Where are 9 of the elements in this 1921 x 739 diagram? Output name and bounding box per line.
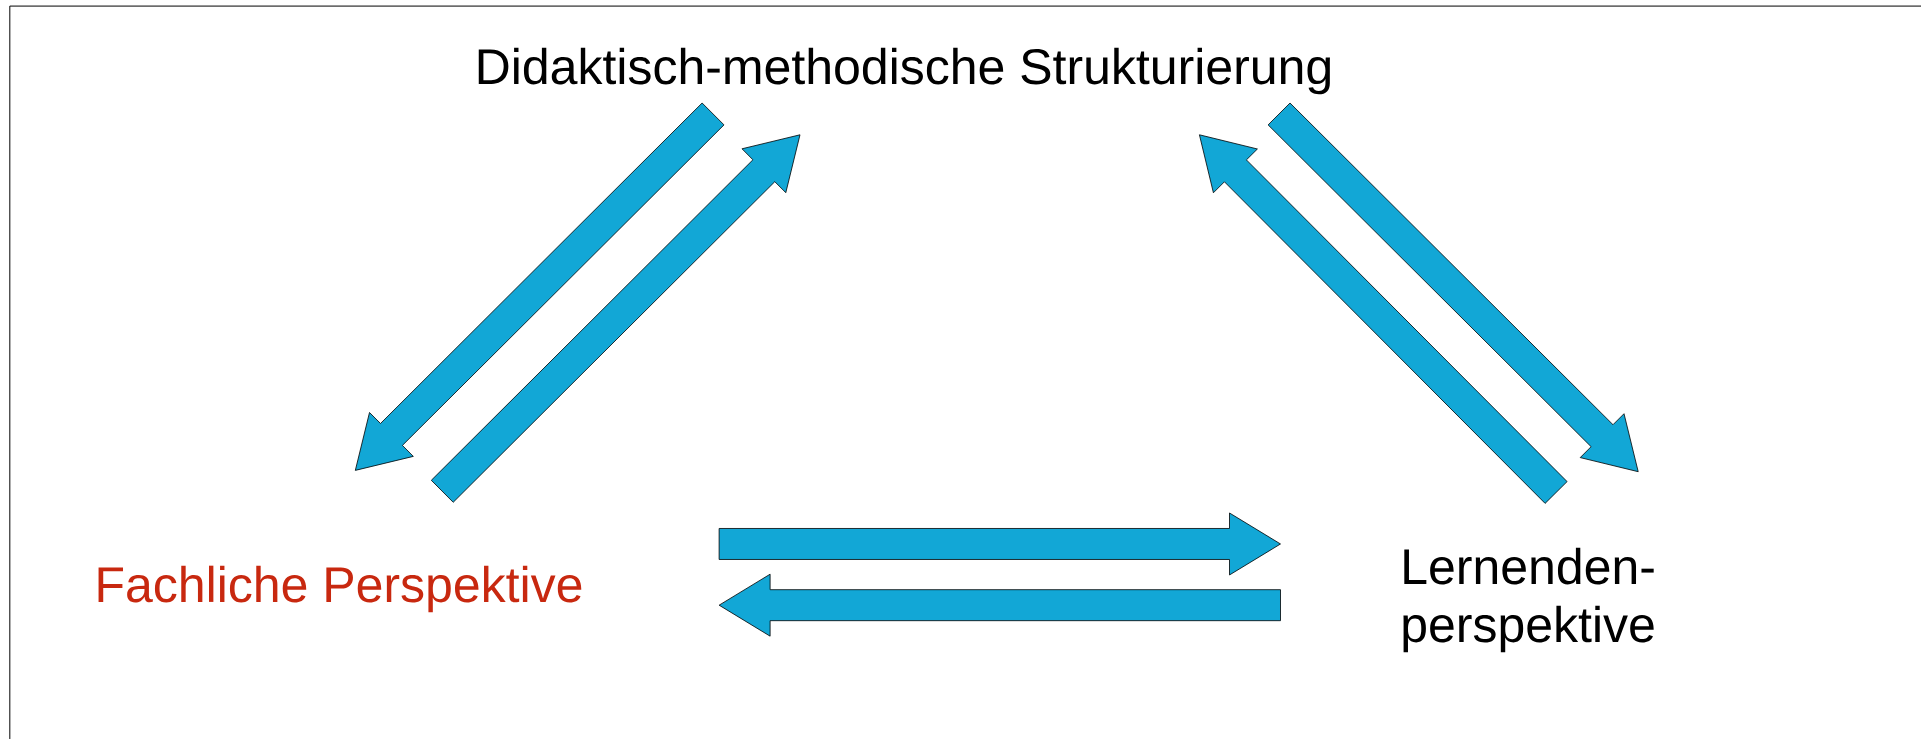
block-arrow [718,573,1281,637]
block-arrow [430,134,801,503]
block-arrow [1199,134,1568,504]
block-arrow [1267,102,1639,473]
block-arrow [354,102,725,471]
block-arrow [718,512,1281,576]
node-label: Fachliche Perspektive [98,565,582,613]
node-label: Didaktisch-methodische Strukturierung [478,47,1330,95]
node-label: Lernenden- perspektive [1403,547,1654,653]
